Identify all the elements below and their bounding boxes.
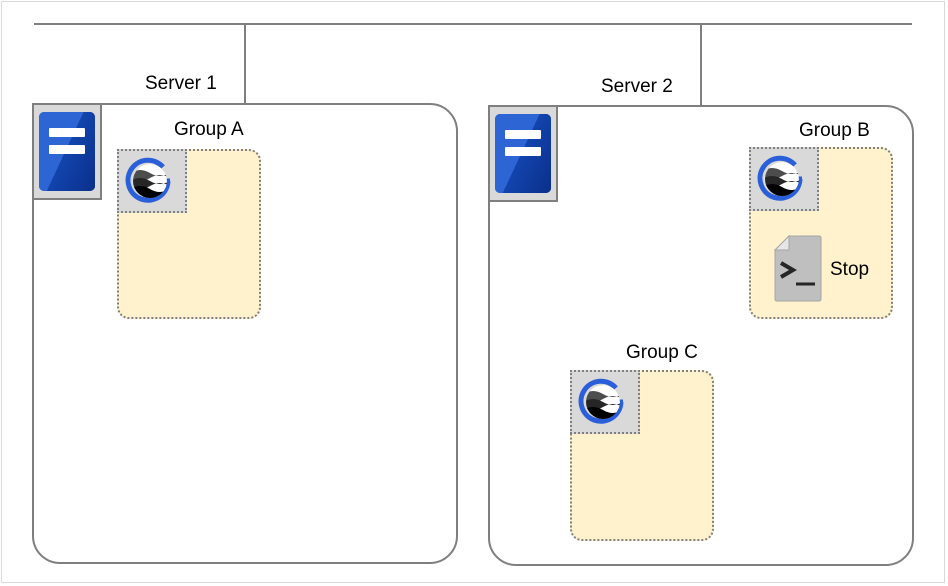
server-icon <box>495 114 551 193</box>
server-icon <box>39 112 95 191</box>
group-a-label: Group A <box>174 119 244 140</box>
script-icon <box>773 235 822 302</box>
server-2-icon <box>488 105 558 202</box>
group-resource-icon <box>757 155 803 201</box>
group-resource-icon <box>125 157 171 203</box>
server2-connector <box>700 24 702 106</box>
group-c-box <box>570 370 714 541</box>
group-c-label: Group C <box>626 342 698 363</box>
group-a-resource <box>117 149 187 213</box>
group-b-label: Group B <box>799 120 870 141</box>
network-line <box>34 23 912 25</box>
server-2-label: Server 2 <box>601 76 673 97</box>
group-resource-icon <box>578 378 624 424</box>
server1-connector <box>244 24 246 104</box>
server-1-label: Server 1 <box>145 73 217 94</box>
script-stop-label: Stop <box>830 259 870 280</box>
group-b-resource <box>749 147 819 211</box>
server-1-icon <box>32 103 102 200</box>
group-c-resource <box>570 370 640 434</box>
